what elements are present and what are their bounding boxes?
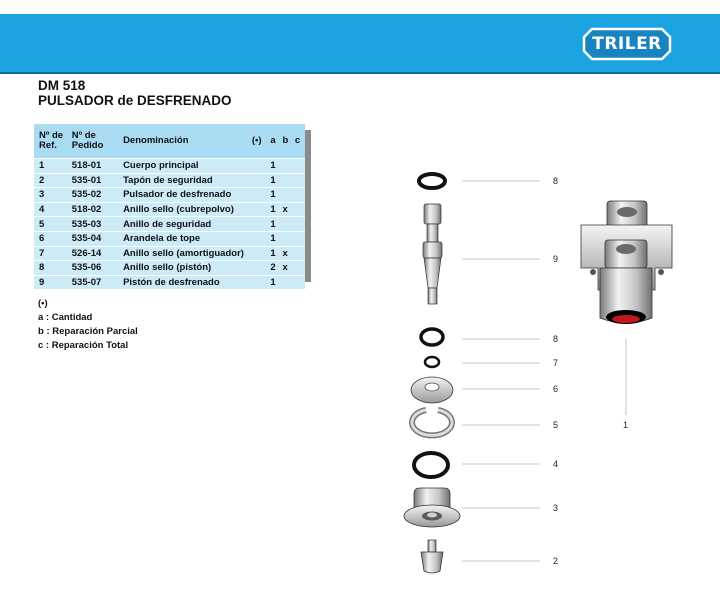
header-col-c: c <box>294 135 301 146</box>
callout-9: 9 <box>553 254 558 264</box>
callout-5: 5 <box>553 420 558 430</box>
document-title: DM 518 PULSADOR de DESFRENADO <box>38 78 232 108</box>
logo-badge-icon <box>582 27 672 61</box>
legend-a: a : Cantidad <box>38 312 93 323</box>
seal-7 <box>423 355 441 369</box>
washer-6 <box>410 376 454 404</box>
o-ring-8-top <box>417 172 447 190</box>
push-button-3 <box>403 487 461 528</box>
logo-text: TRILER <box>592 34 662 54</box>
legend-c: c : Reparación Total <box>38 340 129 351</box>
header-col-a: a <box>270 135 276 146</box>
callout-1: 1 <box>623 420 628 430</box>
brand-logo: TRILER <box>582 27 672 61</box>
callout-2: 2 <box>553 556 558 566</box>
callout-7: 7 <box>553 358 558 368</box>
callout-4: 4 <box>553 459 558 469</box>
legend-mark: (•) <box>38 298 48 309</box>
legend: (•) a : Cantidad b : Reparación Parcial … <box>38 297 138 353</box>
model-number: DM 518 <box>38 78 86 93</box>
header-qty-mark: (•) <box>251 135 262 146</box>
callout-8-bottom: 8 <box>553 334 558 344</box>
callout-3: 3 <box>553 503 558 513</box>
safety-cap-2 <box>420 539 444 574</box>
callout-8-top: 8 <box>553 176 558 186</box>
header-col-b: b <box>282 135 289 146</box>
piston-9 <box>422 203 443 305</box>
header-name: Denominación <box>123 135 189 146</box>
snap-ring-5 <box>409 407 455 439</box>
leader-lines <box>462 180 627 562</box>
dust-seal-4 <box>412 451 450 479</box>
legend-b: b : Reparación Parcial <box>38 326 138 337</box>
main-body-1 <box>580 200 673 324</box>
callout-6: 6 <box>553 384 558 394</box>
o-ring-8-bottom <box>419 327 445 347</box>
part-name: PULSADOR de DESFRENADO <box>38 93 232 108</box>
